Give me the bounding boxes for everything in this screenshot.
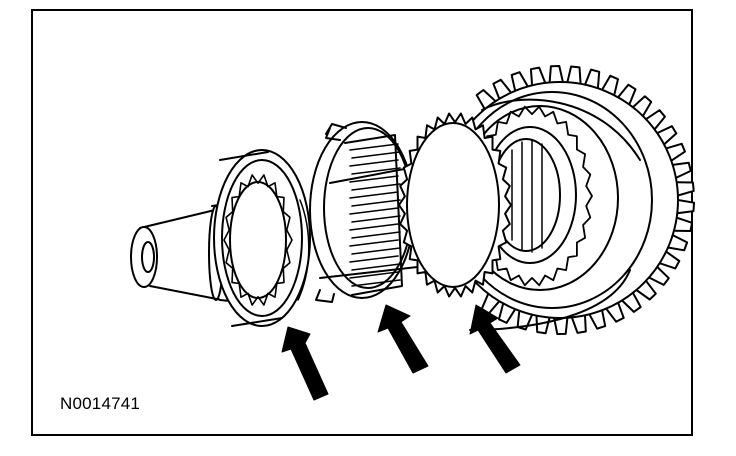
figure-reference-code: N0014741 (60, 394, 141, 413)
arrow-1 (281, 326, 329, 401)
gear-teeth (475, 65, 695, 335)
indicator-arrows (281, 304, 521, 401)
arrow-2 (377, 304, 429, 374)
synchronizer-sleeve (213, 149, 311, 327)
arrow-3 (469, 304, 521, 374)
synchronizer-ring (398, 112, 512, 298)
